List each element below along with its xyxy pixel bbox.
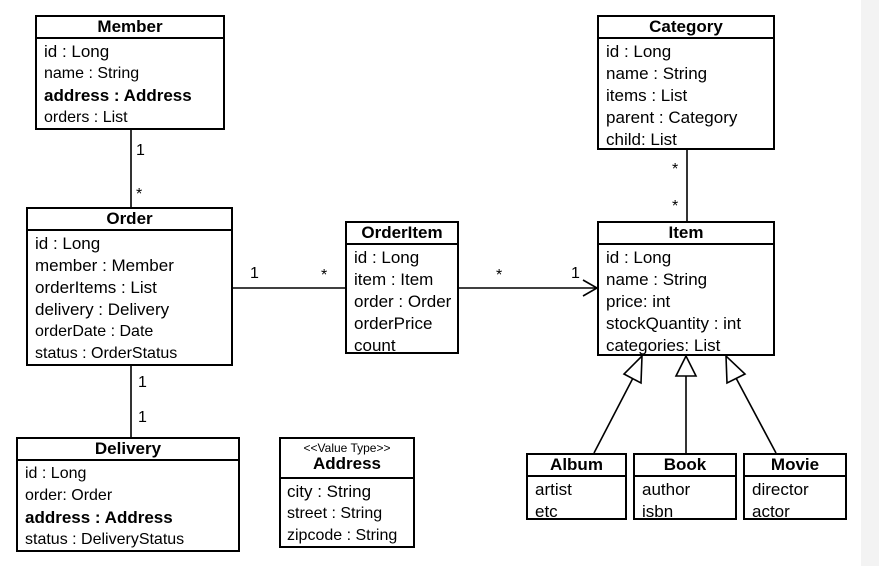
attribute-list: author isbn	[635, 477, 735, 523]
book-class[interactable]: Book author isbn	[633, 453, 737, 523]
attribute-list: id : Long order: Order address : Address…	[18, 461, 238, 551]
attribute: etc	[535, 502, 558, 521]
attribute: id : Long	[35, 234, 101, 253]
attribute-list: id : Long name : String items : List par…	[599, 39, 773, 151]
scroll-gutter	[861, 0, 879, 566]
book-inheritance-triangle	[674, 354, 698, 377]
attribute: id : Long	[354, 248, 420, 267]
attribute: orderPrice	[354, 314, 433, 333]
class-header: <<Value Type>> Address	[281, 439, 413, 479]
class-name: Order	[28, 209, 231, 231]
attribute: orderDate : Date	[35, 323, 154, 340]
class-name: Item	[599, 223, 773, 245]
multiplicity-label: 1	[136, 142, 145, 159]
class-name: Category	[599, 17, 773, 39]
attribute: author	[642, 480, 691, 499]
attribute: director	[752, 480, 809, 499]
attribute: name : String	[606, 64, 708, 83]
multiplicity-label: 1	[250, 265, 259, 282]
attribute: status : DeliveryStatus	[25, 531, 185, 548]
attribute: order: Order	[25, 487, 113, 504]
attribute: price: int	[606, 292, 671, 311]
attribute: delivery : Delivery	[35, 300, 170, 319]
class-name: Album	[528, 455, 625, 477]
attribute: status : OrderStatus	[35, 345, 178, 362]
movie-inheritance-line	[735, 377, 777, 454]
attribute: actor	[752, 502, 790, 521]
multiplicity-label: *	[496, 267, 503, 284]
attribute-list: id : Long name : String price: int stock…	[599, 245, 773, 357]
class-name: Member	[37, 17, 223, 39]
attribute: id : Long	[44, 42, 110, 61]
album-inheritance-line	[593, 377, 634, 454]
movie-inheritance-triangle	[725, 354, 747, 385]
attribute-list: director actor	[745, 477, 845, 523]
attribute: name : String	[606, 270, 708, 289]
attribute-list: id : Long name : String address : Addres…	[37, 39, 223, 129]
multiplicity-label: 1	[138, 409, 147, 426]
multiplicity-label: 1	[571, 265, 580, 282]
class-name: Address	[312, 454, 382, 473]
category-class[interactable]: Category id : Long name : String items :…	[597, 15, 775, 150]
attribute: orders : List	[44, 109, 128, 126]
multiplicity-label: 1	[138, 374, 147, 391]
stereotype-label: <<Value Type>>	[303, 441, 391, 455]
attribute: categories: List	[606, 336, 721, 355]
attribute-list: artist etc	[528, 477, 625, 523]
attribute: stockQuantity : int	[606, 314, 742, 333]
multiplicity-label: *	[672, 161, 679, 178]
class-name: OrderItem	[347, 223, 457, 245]
delivery-class[interactable]: Delivery id : Long order: Order address …	[16, 437, 240, 552]
multiplicity-label: *	[321, 267, 328, 284]
attribute-list: id : Long member : Member orderItems : L…	[28, 231, 231, 365]
multiplicity-label: *	[672, 198, 679, 215]
movie-class[interactable]: Movie director actor	[743, 453, 847, 523]
item-class[interactable]: Item id : Long name : String price: int …	[597, 221, 775, 356]
attribute: zipcode : String	[287, 527, 398, 544]
class-name: Delivery	[18, 439, 238, 461]
class-name: Book	[635, 455, 735, 477]
attribute: artist	[535, 480, 572, 499]
attribute: items : List	[606, 86, 688, 105]
order-class[interactable]: Order id : Long member : Member orderIte…	[26, 207, 233, 366]
attribute: address : Address	[25, 508, 173, 527]
attribute: id : Long	[25, 465, 87, 482]
attribute: order : Order	[354, 292, 452, 311]
attribute: parent : Category	[606, 108, 738, 127]
attribute: id : Long	[606, 42, 672, 61]
attribute-list: id : Long item : Item order : Order orde…	[347, 245, 457, 357]
attribute: id : Long	[606, 248, 672, 267]
attribute-list: city : String street : String zipcode : …	[281, 479, 413, 547]
album-class[interactable]: Album artist etc	[526, 453, 627, 523]
member-class[interactable]: Member id : Long name : String address :…	[35, 15, 225, 130]
attribute: street : String	[287, 505, 383, 522]
attribute: item : Item	[354, 270, 434, 289]
attribute: orderItems : List	[35, 278, 157, 297]
address-class[interactable]: <<Value Type>> Address city : String str…	[279, 437, 415, 548]
attribute: isbn	[642, 502, 674, 521]
attribute: member : Member	[35, 256, 174, 275]
attribute: child: List	[606, 130, 677, 149]
orderitem-class[interactable]: OrderItem id : Long item : Item order : …	[345, 221, 459, 357]
class-name: Movie	[745, 455, 845, 477]
multiplicity-label: *	[136, 186, 143, 203]
attribute: name : String	[44, 65, 140, 82]
attribute: count	[354, 336, 396, 355]
attribute: address : Address	[44, 86, 192, 105]
album-inheritance-triangle	[622, 353, 643, 385]
attribute: city : String	[287, 482, 372, 501]
